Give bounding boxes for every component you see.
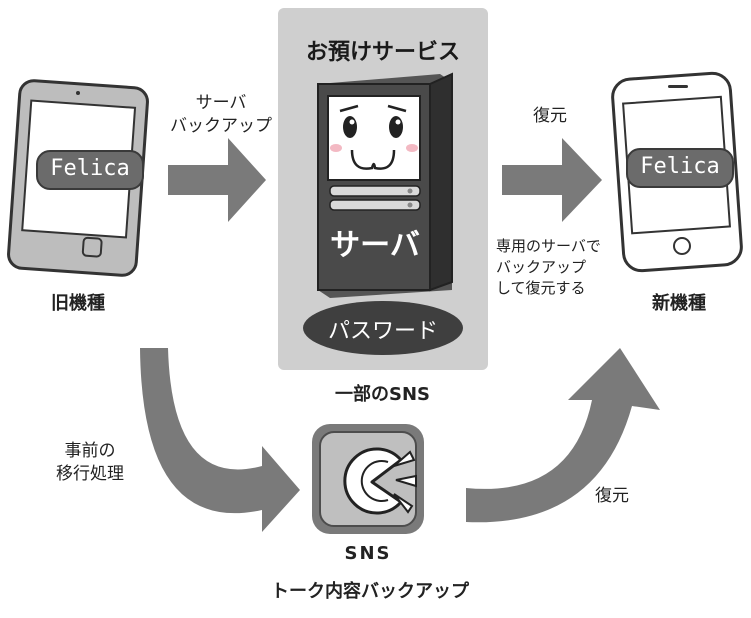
service-title: お預けサービス — [305, 40, 460, 65]
restore-bottom-label: 復元 — [595, 486, 629, 506]
old-device-caption: 旧機種 — [51, 293, 105, 314]
dedicated-line1: 専用のサーバで — [496, 237, 601, 255]
dedicated-line3: して復元する — [496, 279, 586, 297]
server-backup-line1: サーバ — [195, 93, 247, 113]
sns-app-icon — [312, 424, 424, 534]
arrow-sns-to-new — [466, 348, 660, 523]
premigration-label: 事前の 移行処理 — [40, 440, 140, 486]
service-caption: 一部のSNS — [335, 384, 430, 405]
old-felica-chip: Felica — [36, 150, 144, 190]
arrow-server-to-new — [502, 138, 602, 222]
sns-label: SNS — [344, 543, 392, 564]
new-device-caption: 新機種 — [652, 293, 706, 314]
server-backup-label: サーバ バックアップ — [154, 92, 288, 138]
server-icon — [317, 72, 453, 298]
server-backup-line2: バックアップ — [170, 116, 272, 136]
password-label: パスワード — [327, 319, 438, 344]
restore-top-label: 復元 — [533, 106, 567, 126]
arrow-old-to-server — [168, 138, 266, 222]
dedicated-line2: バックアップ — [496, 258, 587, 276]
sns-caption: トーク内容バックアップ — [271, 581, 469, 602]
premigration-line1: 事前の — [64, 441, 116, 461]
arrow-old-to-sns — [140, 348, 300, 532]
new-felica-chip: Felica — [626, 148, 734, 188]
server-label: サーバ — [330, 228, 420, 263]
dedicated-note: 専用のサーバで バックアップ して復元する — [496, 236, 618, 299]
premigration-line2: 移行処理 — [56, 464, 124, 484]
password-pill-shape — [303, 301, 463, 355]
